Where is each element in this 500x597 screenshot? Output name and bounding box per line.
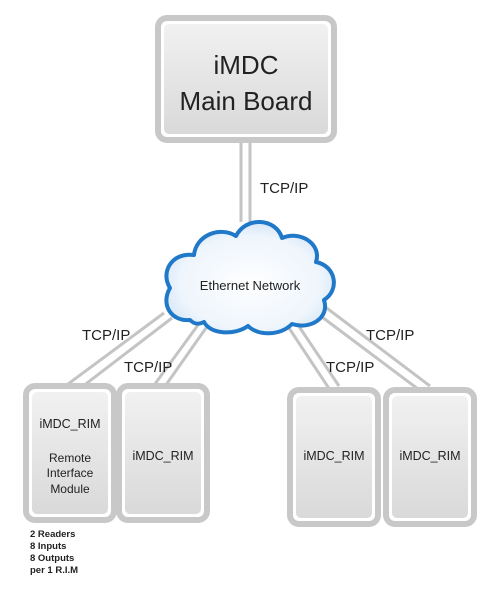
ethernet-network-label: Ethernet Network (200, 278, 301, 293)
rim-spec-outputs: 8 Outputs (30, 553, 75, 564)
connector-main-to-network (239, 140, 252, 222)
tcpip-label-right-inner: TCP/IP (326, 359, 374, 376)
tcpip-label-main: TCP/IP (260, 180, 308, 197)
connector-left-inner (150, 324, 208, 393)
rim-specs: 2 Readers 8 Inputs 8 Outputs per 1 R.I.M (30, 529, 78, 577)
connector-right-outer (317, 304, 431, 394)
rim-1-desc-line1: Remote (49, 451, 91, 465)
tcpip-label-left-inner: TCP/IP (124, 359, 172, 376)
ethernet-network-cloud: Ethernet Network (164, 220, 336, 336)
rim-1-desc-line3: Module (50, 482, 90, 496)
rim-spec-per-rim: per 1 R.I.M (30, 565, 79, 576)
rim-module-3: iMDC_RIM (287, 387, 381, 527)
connector-right-inner (285, 321, 341, 391)
rim-3-title: iMDC_RIM (303, 449, 364, 463)
rim-module-4: iMDC_RIM (383, 387, 477, 527)
rim-1-title: iMDC_RIM (39, 417, 100, 431)
rim-1-desc-line2: Interface (47, 466, 94, 480)
main-board-title-line1: iMDC (214, 50, 279, 80)
connector-left-outer (63, 311, 173, 395)
rim-4-title: iMDC_RIM (399, 449, 460, 463)
tcpip-label-right-outer: TCP/IP (366, 327, 414, 344)
rim-module-2: iMDC_RIM (116, 383, 210, 523)
main-board-box: iMDC Main Board (155, 15, 337, 143)
rim-spec-readers: 2 Readers (30, 529, 76, 540)
rim-2-title: iMDC_RIM (132, 449, 193, 463)
rim-spec-inputs: 8 Inputs (30, 541, 67, 552)
tcpip-label-left-outer: TCP/IP (82, 327, 130, 344)
rim-module-1: iMDC_RIM Remote Interface Module (23, 383, 117, 523)
main-board-title-line2: Main Board (180, 86, 313, 116)
